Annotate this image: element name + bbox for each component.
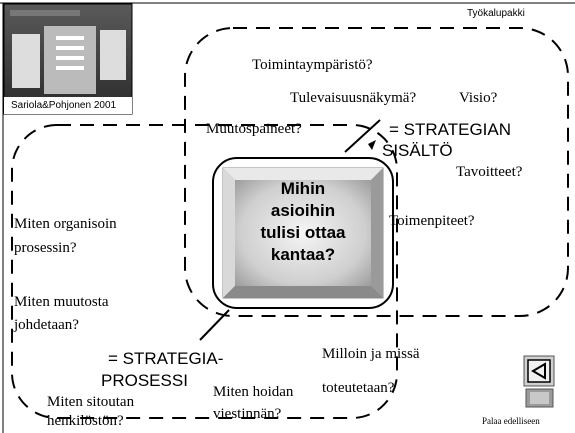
process-item: Miten muutosta (14, 294, 109, 310)
process-item: Miten sitoutan (47, 394, 135, 410)
back-arrow-icon (531, 362, 546, 380)
content-arrowhead (368, 140, 376, 150)
process-item: johdetaan? (14, 317, 79, 333)
process-item: Miten hoidan (213, 384, 294, 400)
center-question: Mihin asioihin tulisi ottaa kantaa? (225, 178, 381, 266)
content-item: Muutospaineet? (206, 121, 302, 137)
content-item: Toimenpiteet? (389, 213, 475, 229)
center-line: asioihin (270, 201, 336, 220)
center-bevel-box (222, 167, 384, 299)
process-zone-label: = STRATEGIA- (108, 349, 224, 368)
back-label[interactable]: Palaa edelliseen (482, 416, 540, 426)
content-item: Toimintaympäristö? (252, 57, 373, 73)
content-item: Visio? (459, 90, 498, 106)
back-button[interactable] (523, 355, 555, 408)
process-item: henkilöstön? (47, 413, 124, 429)
content-zone-label: SISÄLTÖ (382, 141, 453, 160)
content-connector (344, 119, 381, 153)
process-item: toteutetaan? (322, 380, 395, 396)
process-zone-outline (11, 124, 398, 419)
credit-text: Sariola&Pohjonen 2001 (11, 100, 117, 111)
center-line: Mihin (280, 179, 326, 198)
center-line: tulisi ottaa (260, 223, 346, 242)
process-item: Milloin ja missä (322, 346, 420, 362)
content-item: Tulevaisuusnäkymä? (290, 90, 417, 106)
process-zone-label: PROSESSI (101, 371, 188, 390)
content-zone-label: = STRATEGIAN (389, 120, 512, 139)
process-item: viestinnän? (213, 406, 282, 422)
thumbnail-image (3, 3, 133, 115)
process-item: Miten organisoin (14, 216, 117, 232)
content-item: Tavoitteet? (456, 164, 523, 180)
content-zone-outline (184, 27, 569, 317)
center-line: kantaa? (270, 245, 336, 264)
toolkit-link[interactable]: Työkalupakki (467, 8, 525, 19)
process-connector (199, 309, 230, 341)
process-item: prosessin? (14, 240, 77, 256)
